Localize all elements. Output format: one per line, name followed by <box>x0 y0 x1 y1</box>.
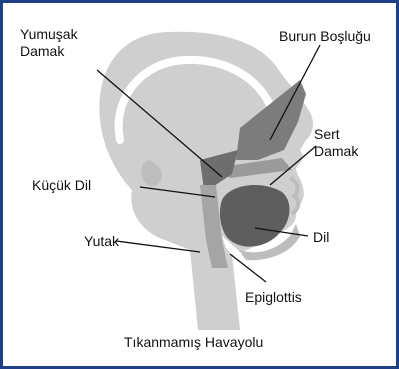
label-pharynx: Yutak <box>84 233 119 249</box>
tongue-shape <box>220 185 290 247</box>
label-hard-palate-line1: Sert <box>314 126 340 142</box>
label-uvula: Küçük Dil <box>32 177 91 193</box>
label-nasal-cavity: Burun Boşluğu <box>279 28 371 44</box>
diagram-caption: Tıkanmamış Havayolu <box>124 334 263 350</box>
label-soft-palate-line2: Damak <box>20 43 64 59</box>
label-hard-palate-line2: Damak <box>314 143 358 159</box>
label-soft-palate-line1: Yumuşak <box>20 26 78 42</box>
label-tongue: Dil <box>313 229 329 245</box>
label-epiglottis: Epiglottis <box>245 289 302 305</box>
